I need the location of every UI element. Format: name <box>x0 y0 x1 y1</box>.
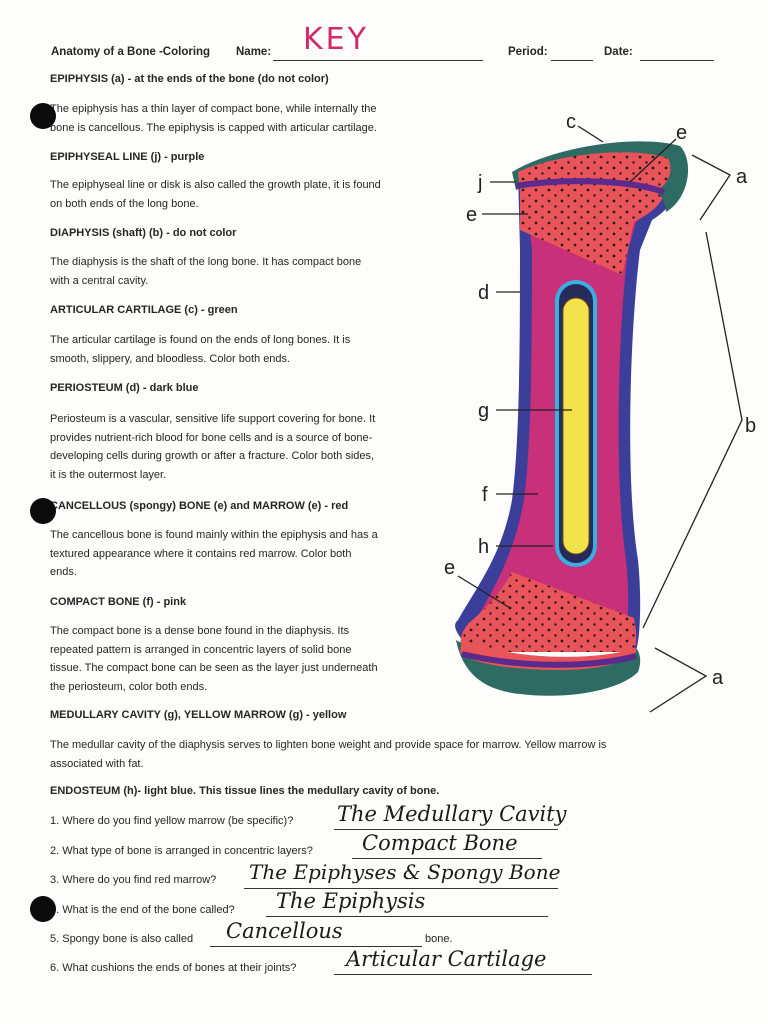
date-label: Date: <box>604 46 633 58</box>
answer-line-2 <box>352 858 542 859</box>
date-line <box>640 60 714 61</box>
question-2: 2. What type of bone is arranged in conc… <box>50 845 313 857</box>
answer-2: Compact Bone <box>362 831 518 855</box>
label-g: g <box>478 400 489 422</box>
label-e-top: e <box>676 122 687 144</box>
label-a-top: a <box>736 166 748 188</box>
section-heading-cancellous: CANCELLOUS (spongy) BONE (e) and MARROW … <box>50 500 349 512</box>
section-text-epiphysis: The epiphysis has a thin layer of compac… <box>50 103 377 134</box>
section-heading-articular-cartilage: ARTICULAR CARTILAGE (c) - green <box>50 304 238 316</box>
section-text-medullary-cavity: The medullar cavity of the diaphysis ser… <box>50 739 607 770</box>
answer-line-3 <box>244 888 558 889</box>
bracket-a-bottom <box>649 647 708 713</box>
label-a-bottom: a <box>712 667 724 689</box>
binder-hole-bottom <box>30 896 56 922</box>
label-c: c <box>566 111 576 133</box>
answer-line-4 <box>266 916 548 917</box>
section-heading-periosteum: PERIOSTEUM (d) - dark blue <box>50 382 199 394</box>
answer-line-1 <box>334 829 558 830</box>
period-label: Period: <box>508 46 548 58</box>
epiphyseal-line-bottom <box>461 651 637 668</box>
name-line <box>273 60 483 61</box>
question-6: 6. What cushions the ends of bones at th… <box>50 962 297 974</box>
section-heading-medullary-cavity: MEDULLARY CAVITY (g), YELLOW MARROW (g) … <box>50 709 347 721</box>
section-text-compact-bone: The compact bone is a dense bone found i… <box>50 625 378 693</box>
label-h: h <box>478 536 489 558</box>
worksheet-title: Anatomy of a Bone -Coloring <box>51 46 211 58</box>
question-3: 3. Where do you find red marrow? <box>50 874 217 886</box>
question-4: 4. What is the end of the bone called? <box>50 904 235 916</box>
section-text-articular-cartilage: The articular cartilage is found on the … <box>50 334 351 365</box>
label-e-left: e <box>466 204 477 226</box>
section-text-epiphyseal-line: The epiphyseal line or disk is also call… <box>50 179 381 210</box>
section-text-diaphysis: The diaphysis is the shaft of the long b… <box>50 256 362 287</box>
leader-e-bottom <box>457 575 511 609</box>
leader-e-top <box>629 138 677 183</box>
section-text-periosteum: Periosteum is a vascular, sensitive life… <box>50 413 376 481</box>
name-label: Name: <box>236 46 272 58</box>
section-heading-epiphyseal-line: EPIPHYSEAL LINE (j) - purple <box>50 151 205 163</box>
label-d: d <box>478 282 489 304</box>
binder-hole-top <box>30 103 56 129</box>
epiphyseal-line-top <box>515 178 665 195</box>
label-e-bottom: e <box>444 557 455 579</box>
section-heading-epiphysis: EPIPHYSIS (a) - at the ends of the bone … <box>50 73 329 85</box>
answer-5: Cancellous <box>226 919 343 943</box>
label-f: f <box>482 484 488 506</box>
answer-line-5 <box>210 946 422 947</box>
question-1: 1. Where do you find yellow marrow (be s… <box>50 815 294 827</box>
bracket-b <box>642 231 743 629</box>
answer-1: The Medullary Cavity <box>337 802 567 826</box>
label-b: b <box>745 415 756 437</box>
question-5-suffix: bone. <box>425 933 453 945</box>
section-heading-diaphysis: DIAPHYSIS (shaft) (b) - do not color <box>50 227 237 239</box>
section-heading-compact-bone: COMPACT BONE (f) - pink <box>50 596 187 608</box>
section-text-cancellous: The cancellous bone is found mainly with… <box>50 529 378 578</box>
period-line <box>551 60 593 61</box>
question-5: 5. Spongy bone is also called <box>50 933 194 945</box>
binder-hole-middle <box>30 498 56 524</box>
bracket-a-top <box>691 154 731 221</box>
name-value: KEY <box>303 22 369 57</box>
leader-c <box>577 125 604 143</box>
answer-3: The Epiphyses & Spongy Bone <box>249 860 561 884</box>
medullary-cavity <box>562 297 590 555</box>
label-j: j <box>477 172 482 194</box>
answer-line-6 <box>334 974 592 975</box>
section-heading-endosteum: ENDOSTEUM (h)- light blue. This tissue l… <box>50 785 440 797</box>
answer-4: The Epiphysis <box>276 889 426 913</box>
answer-6: Articular Cartilage <box>346 947 547 971</box>
